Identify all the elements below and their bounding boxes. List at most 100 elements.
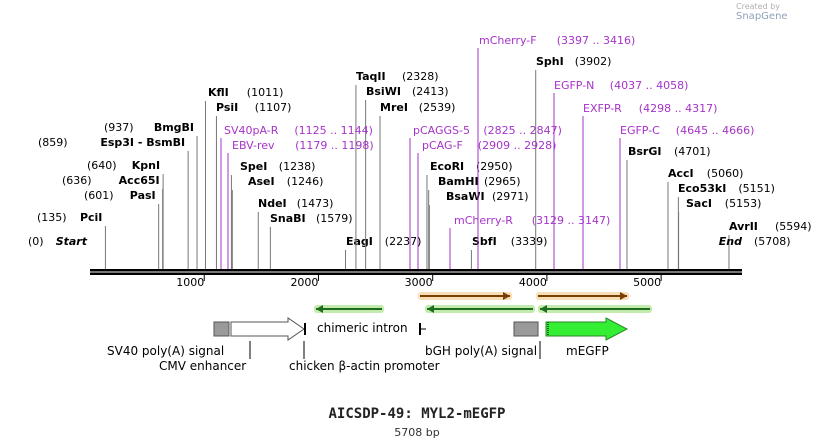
primer-orange-arrow-head (503, 292, 510, 300)
enzyme-position: (1246) (287, 175, 324, 188)
primer-label: EGFP-C (620, 124, 660, 137)
primer-range: (2825 .. 2847) (483, 124, 562, 137)
primer-orange-arrow (418, 292, 512, 300)
green-feature-arrow (538, 305, 652, 313)
enzyme-label: Esp3I - BsmBI (100, 136, 185, 149)
sv40-polya-box (213, 321, 230, 337)
map-size: 5708 bp (394, 426, 440, 439)
enzyme-label: PsiI (216, 101, 238, 114)
primer-orange-arrow-head (620, 292, 627, 300)
primer-range: (3397 .. 3416) (557, 34, 636, 47)
enzyme-position: (2413) (412, 85, 449, 98)
enzyme-label: BsrGI (628, 145, 661, 158)
primer-label: pCAGGS-5 (413, 124, 470, 137)
ruler-tick-label: 1000 (176, 276, 204, 289)
backbone-bottom (90, 273, 742, 275)
enzyme-label: Eco53kI (678, 182, 726, 195)
primer-range: (1179 .. 1198) (295, 139, 374, 152)
enzyme-label: KflI (208, 86, 229, 99)
enzyme-label: AvrII (729, 220, 758, 233)
enzyme-position: (5708) (754, 235, 791, 248)
green-feature-arrow (425, 305, 535, 313)
enzyme-label: BsiWI (366, 85, 401, 98)
snapgene-brand: SnapGene (736, 11, 788, 22)
enzyme-label: PasI (130, 189, 156, 202)
primer-label: EBV-rev (232, 139, 275, 152)
primer-label: EGFP-N (554, 79, 594, 92)
enzyme-label: NdeI (258, 197, 287, 210)
green-feature-arrow-head (540, 305, 547, 313)
primer-label: pCAG-F (422, 139, 463, 152)
enzyme-position: (2328) (402, 70, 439, 83)
primer-label: mCherry-R (454, 214, 513, 227)
enzyme-position: (5594) (775, 220, 812, 233)
map-title: AICSDP-49: MYL2-mEGFP (328, 406, 506, 422)
green-feature-arrow-head (316, 305, 323, 313)
enzyme-label: SacI (686, 197, 712, 210)
enzyme-label: Acc65I (119, 174, 160, 187)
primer-label: mCherry-F (479, 34, 537, 47)
enzyme-position: (4701) (674, 145, 711, 158)
enzyme-position: (5151) (738, 182, 775, 195)
enzyme-label: MreI (380, 101, 408, 114)
enzyme-position: (5060) (707, 167, 744, 180)
enzyme-position: (937) (104, 121, 134, 134)
enzyme-position: (5153) (725, 197, 762, 210)
feature-label: bGH poly(A) signal (425, 344, 537, 358)
enzyme-label: SpeI (240, 160, 267, 173)
feature-label: chimeric intron (317, 321, 408, 335)
enzyme-position: (0) (28, 235, 44, 248)
enzyme-position: (3339) (511, 235, 548, 248)
ruler-tick-label: 3000 (405, 276, 433, 289)
ruler-tick-label: 2000 (290, 276, 318, 289)
feature-label: SV40 poly(A) signal (107, 344, 224, 358)
enzyme-label: SphI (536, 55, 564, 68)
snapgene-credit: Created by SnapGene (736, 2, 834, 22)
primer-label: SV40pA-R (224, 124, 279, 137)
primer-range: (4298 .. 4317) (639, 102, 718, 115)
ruler-tick-label: 5000 (633, 276, 661, 289)
megfp-arrow (545, 317, 629, 341)
backbone-top (90, 269, 742, 271)
primer-range: (4037 .. 4058) (610, 79, 689, 92)
enzyme-label: TaqII (356, 70, 386, 83)
backbone-middle (90, 271, 742, 273)
enzyme-position: (2950) (476, 160, 513, 173)
enzyme-label: SbfI (472, 235, 497, 248)
enzyme-label: BamHI (438, 175, 479, 188)
enzyme-label: AseI (248, 175, 275, 188)
enzyme-label: EcoRI (430, 160, 464, 173)
enzyme-position: (640) (87, 159, 117, 172)
enzyme-label: End (719, 235, 742, 248)
enzyme-position: (2539) (419, 101, 456, 114)
feature-label: mEGFP (566, 344, 609, 358)
primer-range: (1125 .. 1144) (294, 124, 373, 137)
enzyme-position: (636) (62, 174, 92, 187)
enzyme-position: (859) (38, 136, 68, 149)
enzyme-position: (3902) (575, 55, 612, 68)
bgh-polya-box (513, 321, 539, 337)
enzyme-label: KpnI (132, 159, 160, 172)
enzyme-label: AccI (668, 167, 694, 180)
feature-label: chicken β-actin promoter (289, 359, 440, 373)
feature-label: CMV enhancer (159, 359, 246, 373)
credit-prefix: Created by (736, 2, 781, 11)
enzyme-position: (1238) (279, 160, 316, 173)
enzyme-position: (1011) (247, 86, 284, 99)
green-feature-arrow (314, 305, 384, 313)
enzyme-position: (601) (84, 189, 114, 202)
green-feature-arrow-head (427, 305, 434, 313)
enzyme-position: (1107) (255, 101, 292, 114)
cmv-enhancer-arrow (230, 317, 305, 341)
enzyme-label: Start (56, 235, 88, 248)
enzyme-label: SnaBI (270, 212, 306, 225)
enzyme-label: BmgBI (154, 121, 194, 134)
enzyme-position: (1579) (316, 212, 353, 225)
primer-label: EXFP-R (583, 102, 622, 115)
enzyme-position: (1473) (297, 197, 334, 210)
enzyme-position: (2971) (492, 190, 529, 203)
ruler-tick-label: 4000 (519, 276, 547, 289)
enzyme-position: (135) (37, 211, 67, 224)
enzyme-position: (2237) (385, 235, 422, 248)
